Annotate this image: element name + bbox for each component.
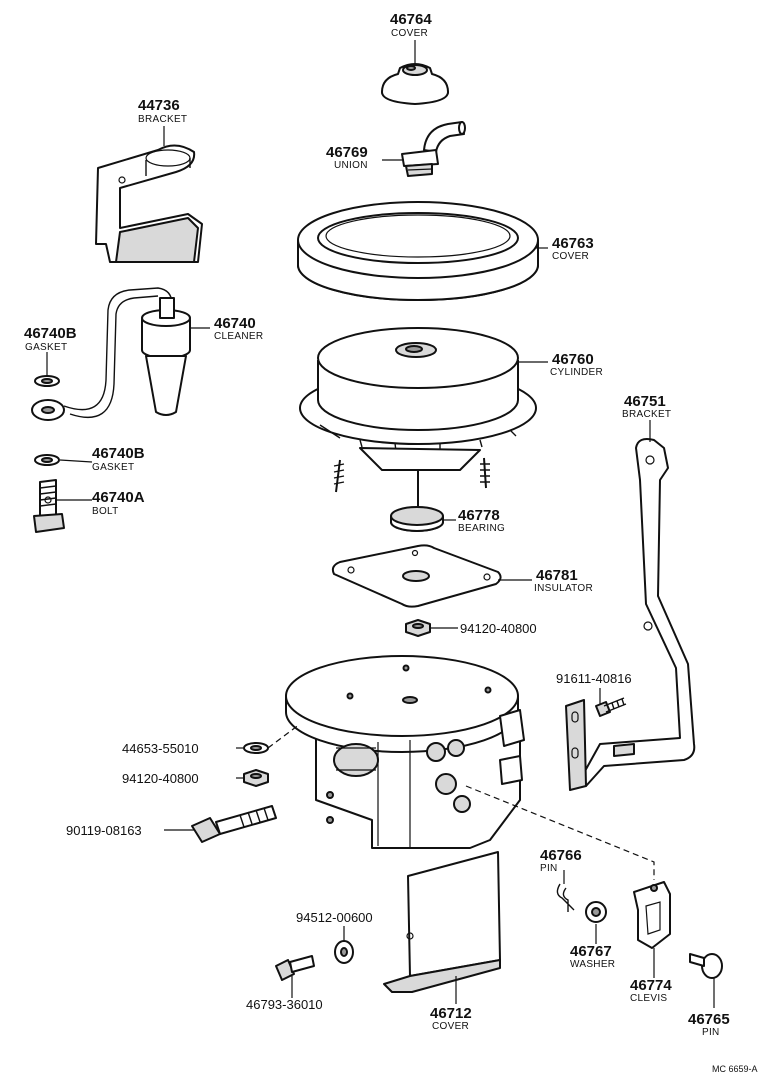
washer-44653-drawing [243,742,269,754]
label-insulator-46781-number: 46781 [536,567,578,584]
label-bolt-46740a-number: 46740A [92,489,145,506]
actuator-body-drawing [285,655,525,849]
label-bolt-46793-number: 46793-36010 [246,997,323,1012]
label-union-46769-name: UNION [334,160,368,171]
bolt-46740a-drawing [33,479,65,533]
clevis-46774-drawing [633,881,671,949]
label-clevis-46774-name: CLEVIS [630,993,667,1004]
label-cylinder-46760-number: 46760 [552,351,594,368]
label-gasket-46740b-top-name: GASKET [25,342,67,353]
gasket-46740b-bottom-drawing [34,454,60,466]
reference-code: MC 6659-A [712,1064,758,1074]
label-washer-44653-number: 44653-55010 [122,741,199,756]
bolt-46793-drawing [275,955,315,981]
label-bolt-91611-number: 91611-40816 [556,671,632,686]
label-gasket-46740b-bottom-number: 46740B [92,445,145,462]
cover-46712-drawing [383,851,501,993]
bolt-91611-drawing [595,697,627,717]
label-bearing-46778-name: BEARING [458,523,505,534]
label-washer-46767-number: 46767 [570,943,612,960]
label-cover-46712-number: 46712 [430,1005,472,1022]
label-washer-94512-number: 94512-00600 [296,910,373,925]
label-bearing-46778-number: 46778 [458,507,500,524]
nut-94120-bottom-drawing [243,769,269,787]
bracket-44736-drawing [95,144,203,263]
label-bracket-46751-name: BRACKET [622,409,671,420]
bolt-90119-drawing [191,805,277,843]
label-cleaner-46740-number: 46740 [214,315,256,332]
label-cover-46764-number: 46764 [390,11,432,28]
label-nut-94120-top-number: 94120-40800 [460,621,537,636]
label-gasket-46740b-top-number: 46740B [24,325,77,342]
union-46769-drawing [401,121,466,177]
label-gasket-46740b-bottom-name: GASKET [92,462,134,473]
label-pin-46765-name: PIN [702,1027,720,1038]
leader-lines [46,40,715,1008]
pin-46766-drawing [556,883,575,912]
cover-46763-drawing [297,201,539,301]
cover-46764-drawing [381,63,449,105]
label-union-46769-number: 46769 [326,144,368,161]
label-cover-46763-name: COVER [552,251,589,262]
label-bracket-46751-number: 46751 [624,393,666,410]
label-insulator-46781-name: INSULATOR [534,583,593,594]
insulator-46781-drawing [331,544,502,608]
label-pin-46766-name: PIN [540,863,558,874]
label-bolt-46740a-name: BOLT [92,506,119,517]
label-cleaner-46740-name: CLEANER [214,331,263,342]
label-cover-46763-number: 46763 [552,235,594,252]
nut-94120-top-drawing [405,619,431,637]
label-clevis-46774-number: 46774 [630,977,672,994]
cleaner-46740-drawing [31,287,191,421]
bearing-46778-drawing [390,506,444,532]
gasket-46740b-top-drawing [34,375,60,387]
label-cover-46712-name: COVER [432,1021,469,1032]
part-labels: 46764 COVER 46769 UNION 46763 COVER 4473… [24,11,758,1074]
label-bolt-90119-number: 90119-08163 [66,823,142,838]
label-cylinder-46760-name: CYLINDER [550,367,603,378]
label-pin-46766-number: 46766 [540,847,582,864]
washer-94512-drawing [334,940,354,964]
label-bracket-44736-number: 44736 [138,97,180,114]
washer-46767-drawing [585,901,607,923]
bracket-46751-drawing [565,438,696,791]
label-washer-46767-name: WASHER [570,959,615,970]
pin-46765-drawing [689,953,723,979]
label-nut-94120-bottom-number: 94120-40800 [122,771,199,786]
cylinder-46760-drawing [299,327,537,510]
label-bracket-44736-name: BRACKET [138,114,187,125]
label-pin-46765-number: 46765 [688,1011,730,1028]
label-cover-46764-name: COVER [391,28,428,39]
